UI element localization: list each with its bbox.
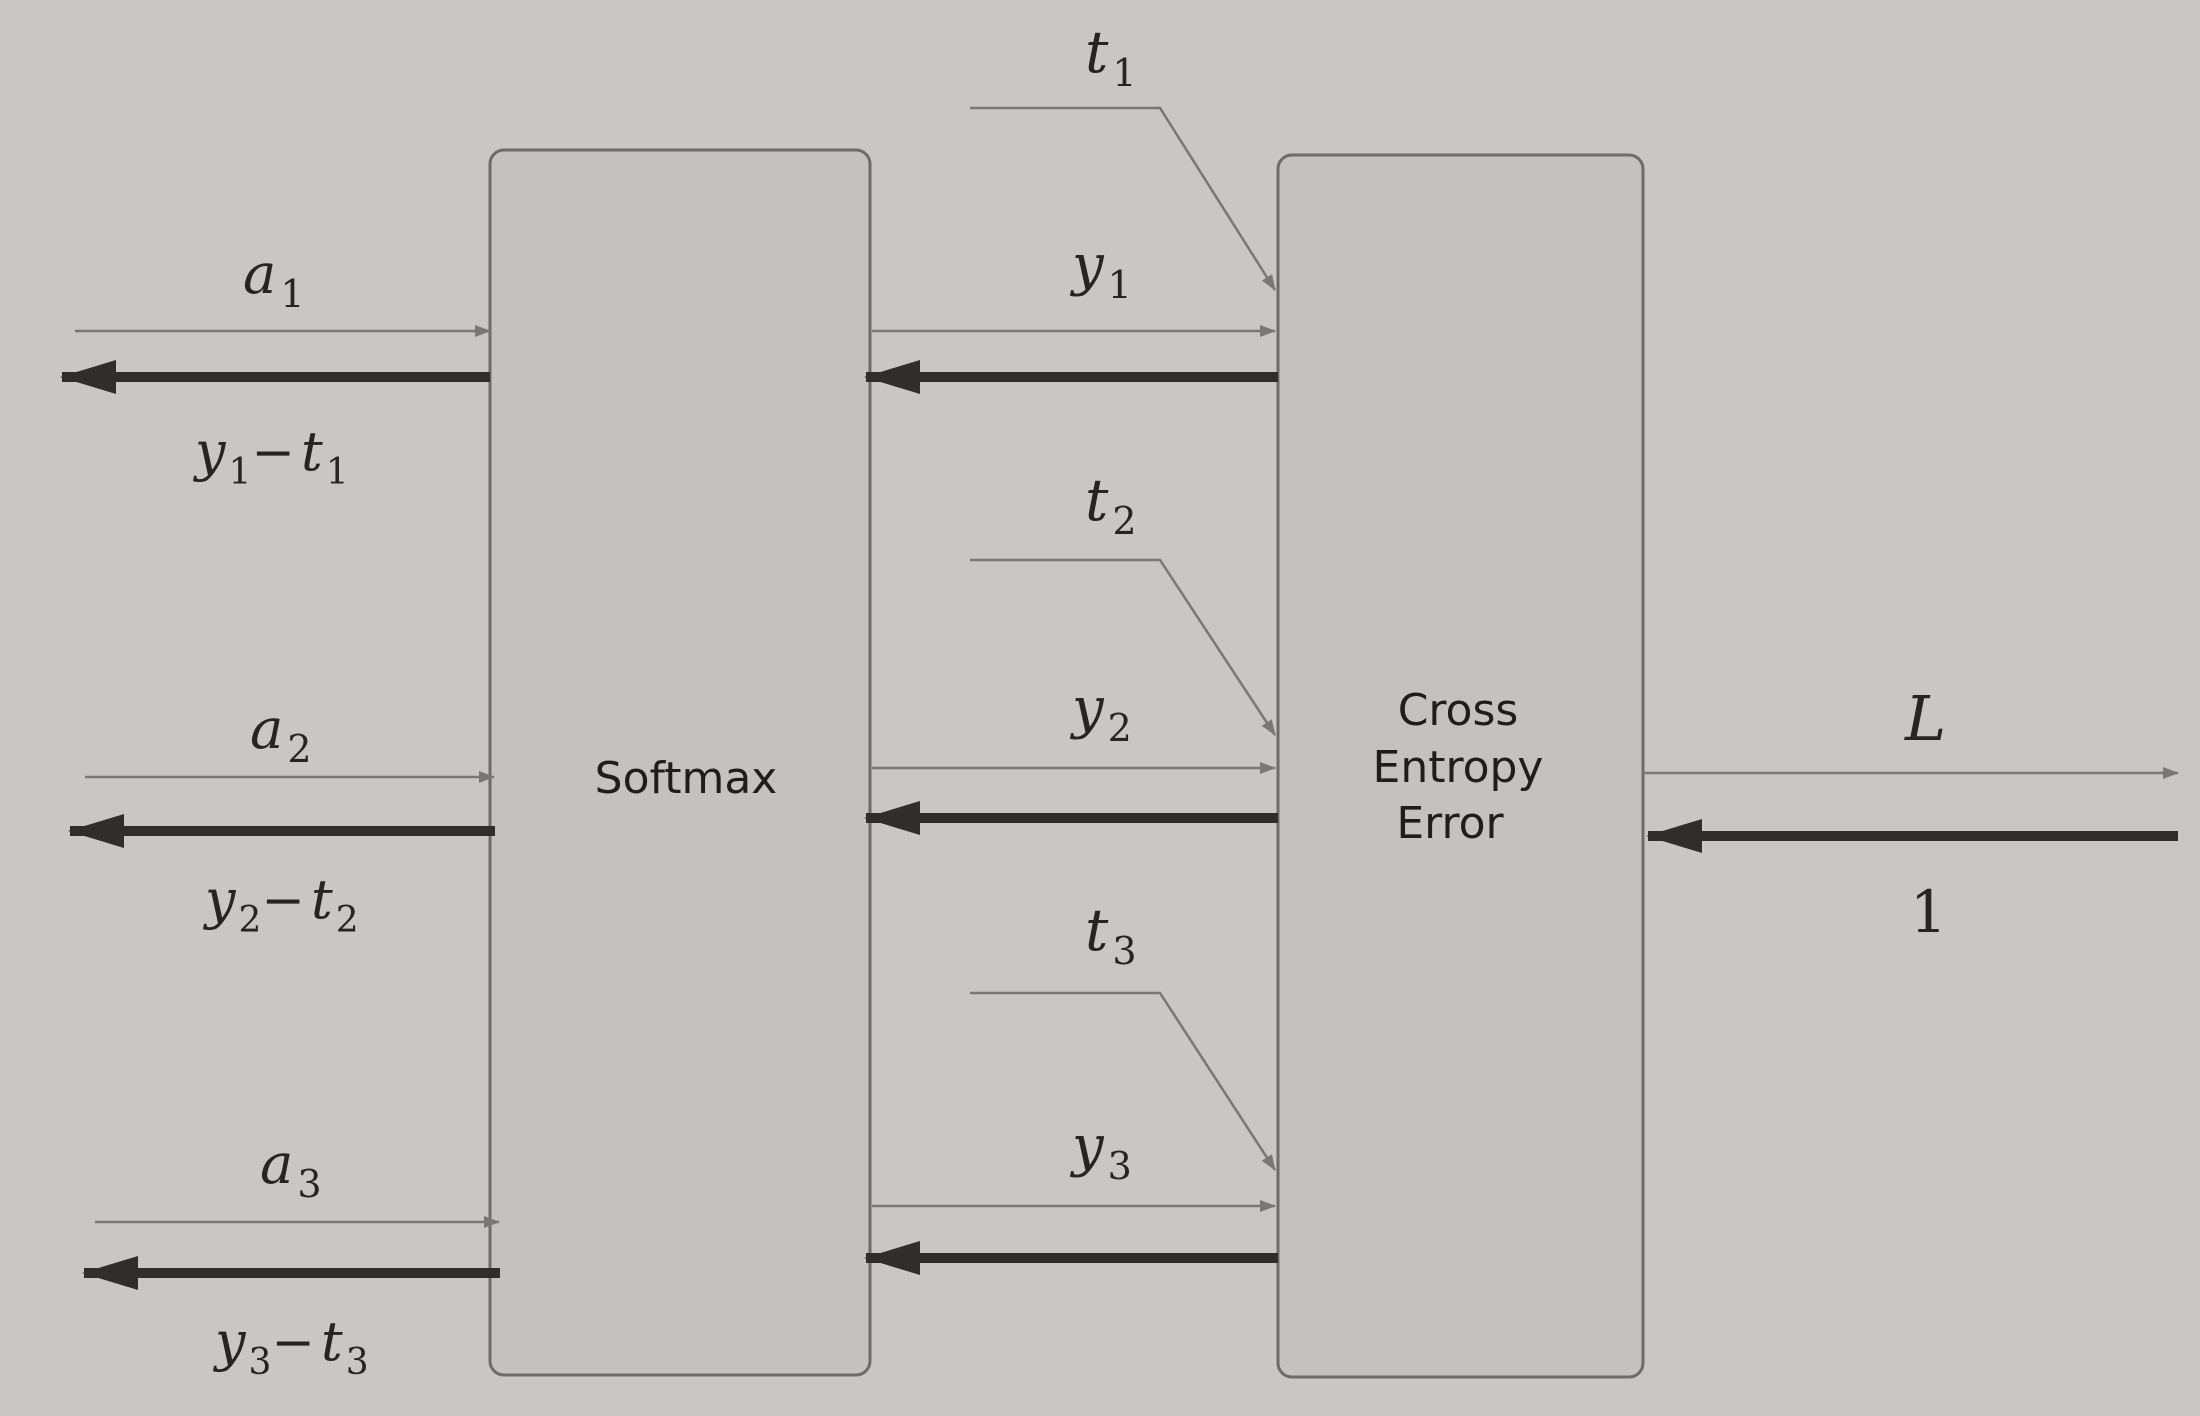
cross-entropy-label-line3: Error <box>1396 798 1504 849</box>
cross-entropy-node <box>1276 153 1645 1379</box>
label-loss: L <box>1904 682 1946 755</box>
forward-arrow-t3 <box>970 991 1277 1171</box>
cross-entropy-label-line2: Entropy <box>1373 742 1544 793</box>
label-one: 1 <box>1910 878 1947 946</box>
softmax-label: Softmax <box>595 753 778 804</box>
label-gradient-3: y3−t3 <box>213 1310 369 1383</box>
forward-arrow-t1 <box>970 106 1277 291</box>
cross-entropy-label-line1: Cross <box>1398 685 1519 736</box>
forward-arrow-t2 <box>970 558 1277 736</box>
label-gradient-2: y2−t2 <box>203 868 359 941</box>
label-gradient-1: y1−t1 <box>193 420 349 493</box>
softmax-node <box>488 148 872 1377</box>
